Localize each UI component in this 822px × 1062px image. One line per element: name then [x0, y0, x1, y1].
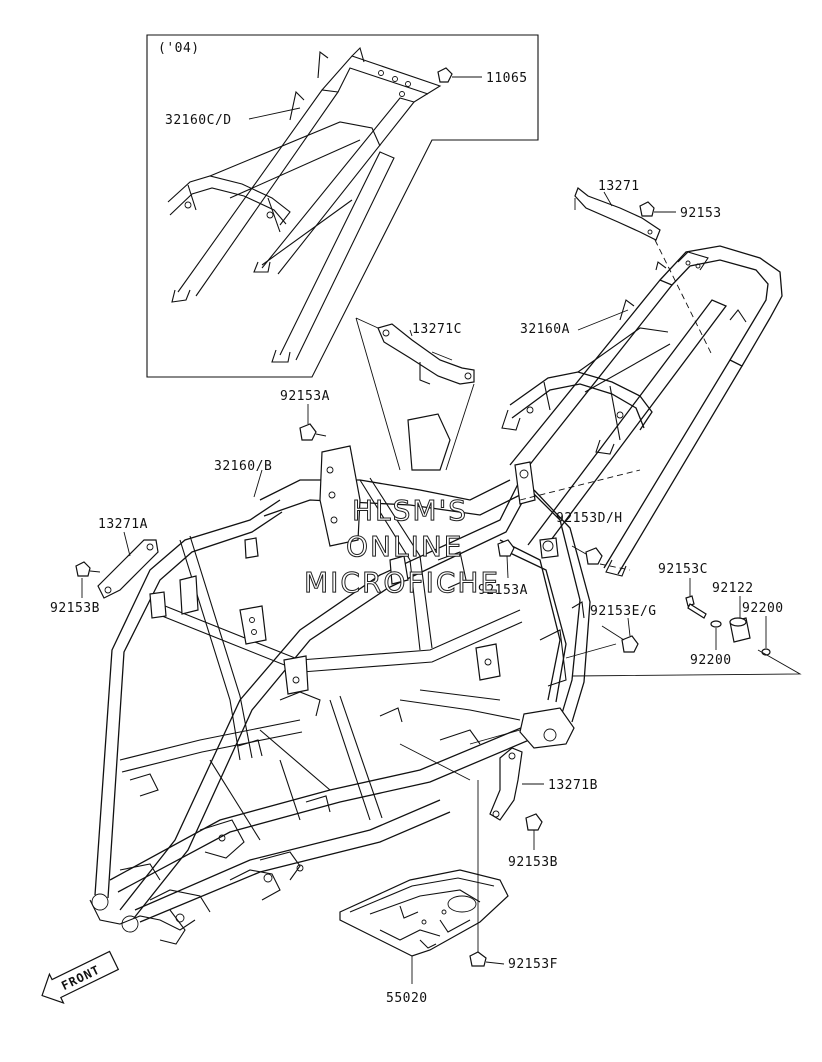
callout-92153eg: 92153E/G	[590, 604, 657, 619]
callout-92153b-left: 92153B	[50, 601, 100, 616]
callout-92153dh: 92153D/H	[556, 511, 623, 526]
main-frame-32160b	[89, 413, 591, 945]
front-arrow-icon: FRONT	[41, 950, 120, 1004]
bolt-92153-top	[639, 201, 676, 217]
callout-92153b-low: 92153B	[508, 855, 558, 870]
bolt-92153eg	[601, 617, 639, 653]
callout-92153a-top: 92153A	[280, 389, 330, 404]
bushing-92122	[729, 596, 751, 643]
callout-92153c: 92153C	[658, 562, 708, 577]
inset-2004: ('04)	[146, 34, 539, 378]
bracket-13271a	[97, 531, 159, 599]
callout-92153-top: 92153	[680, 206, 722, 221]
washer-92200-low	[710, 620, 722, 650]
nut-11065	[437, 67, 482, 83]
callout-92200-right: 92200	[742, 601, 784, 616]
watermark: HLSM'S ONLINE MICROFICHE	[304, 494, 500, 600]
callout-92122: 92122	[712, 581, 754, 596]
watermark-line2: ONLINE	[346, 530, 463, 563]
callout-32160cd: 32160C/D	[165, 113, 232, 128]
callout-55020: 55020	[386, 991, 428, 1006]
callout-11065: 11065	[486, 71, 528, 86]
inset-year-label: ('04)	[158, 41, 200, 56]
rear-frame-32160a	[501, 245, 783, 577]
callout-13271a: 13271A	[98, 517, 148, 532]
bolt-92153dh	[519, 469, 641, 571]
callout-92153f: 92153F	[508, 957, 558, 972]
callout-13271b: 13271B	[548, 778, 598, 793]
callout-32160a: 32160A	[520, 322, 570, 337]
bracket-13271	[574, 187, 713, 356]
watermark-line1: HLSM'S	[352, 494, 468, 527]
callout-92200-low: 92200	[690, 653, 732, 668]
bolt-92153f	[469, 780, 505, 967]
bracket-13271b	[399, 729, 544, 821]
skid-plate-55020	[339, 869, 509, 984]
bolt-92153a-mid	[497, 539, 515, 579]
callout-32160b: 32160/B	[214, 459, 272, 474]
callout-92153a-mid: 92153A	[478, 583, 528, 598]
callout-13271: 13271	[598, 179, 640, 194]
watermark-line3: MICROFICHE	[304, 566, 500, 599]
bolt-92153a-top	[299, 404, 327, 441]
bolt-92153c	[685, 578, 707, 619]
callout-13271c: 13271C	[412, 322, 462, 337]
bolt-92153b-left	[75, 561, 101, 598]
inset-rear-frame	[167, 46, 442, 363]
washer-92200-right	[761, 616, 771, 656]
bracket-13271c	[355, 317, 475, 471]
bolt-92153b-low	[525, 813, 543, 850]
